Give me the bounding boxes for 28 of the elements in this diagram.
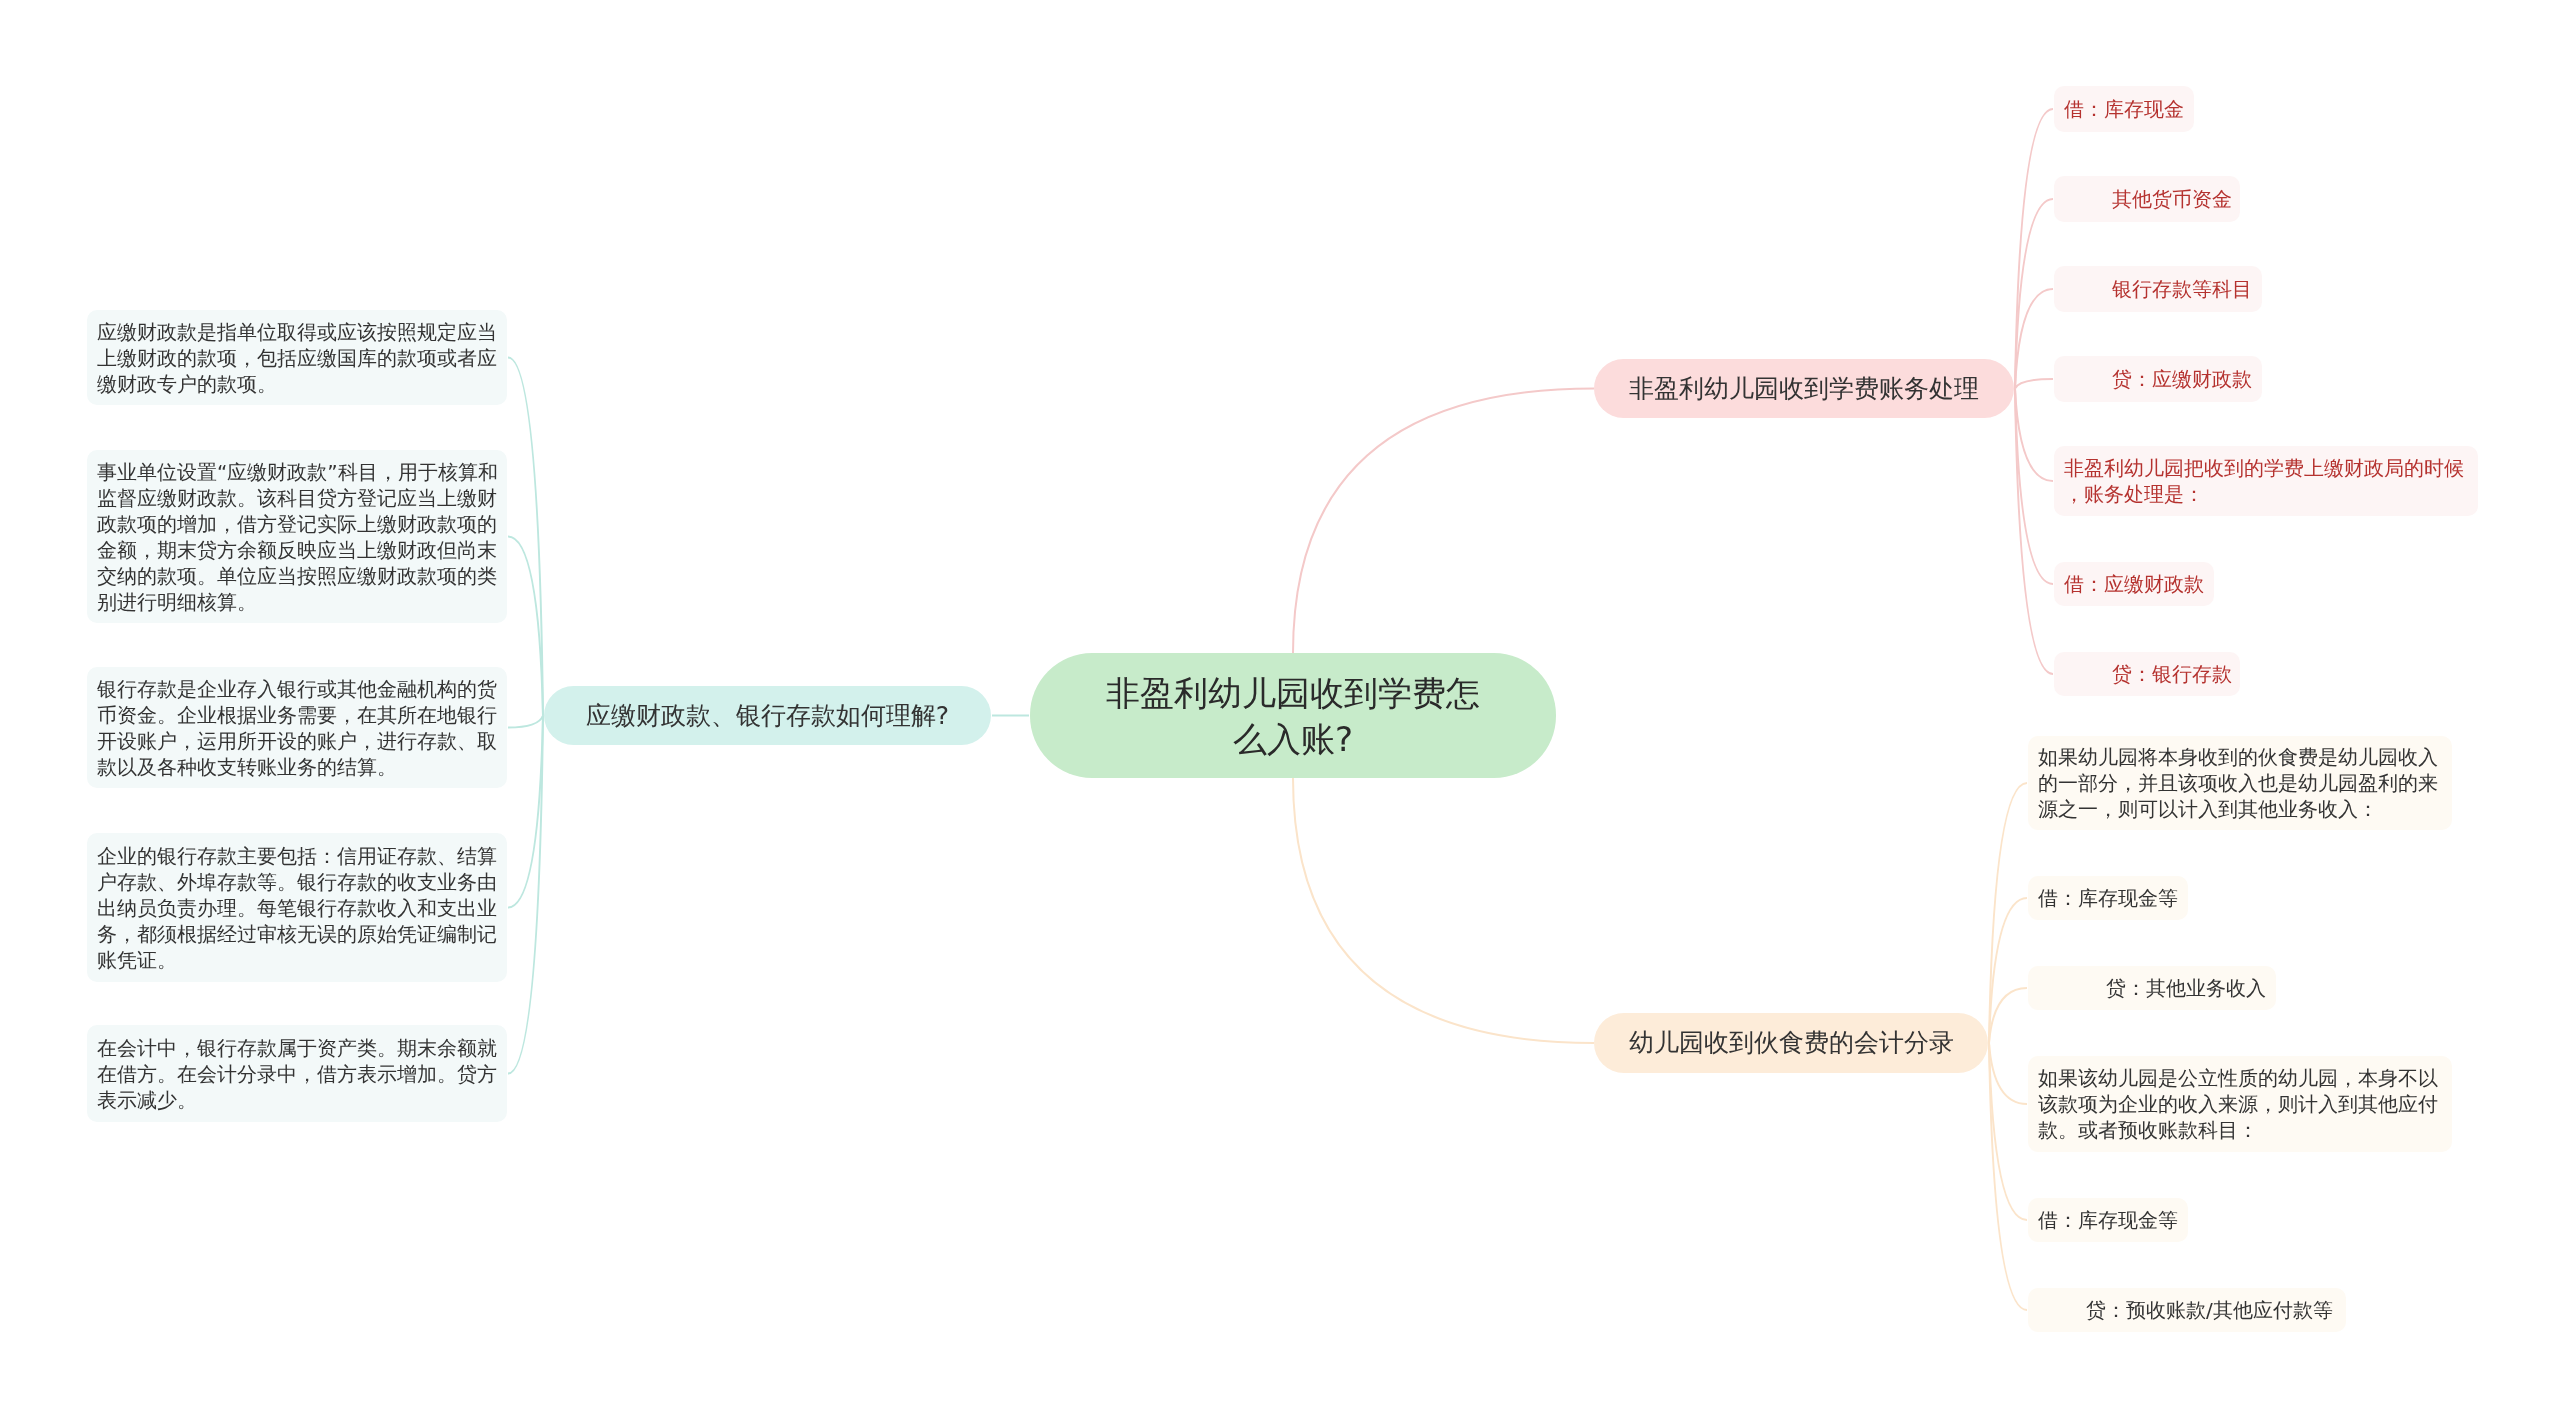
note-card: 银行存款等科目	[2054, 266, 2262, 312]
note-card: 如果幼儿园将本身收到的伙食费是幼儿园收入的一部分，并且该项收入也是幼儿园盈利的来源之一，则可以计入到其他业务收入：	[2028, 736, 2452, 830]
note-card: 贷：预收账款/其他应付款等	[2028, 1288, 2346, 1332]
connector-line	[2014, 378, 2054, 390]
topic-pill: 幼儿园收到伙食费的会计分录	[1594, 1013, 1988, 1073]
note-card: 借：库存现金等	[2028, 876, 2188, 920]
connector-line	[1292, 777, 1595, 1044]
note-card: 在会计中，银行存款属于资产类。期末余额就在借方。在会计分录中，借方表示增加。贷方表示减少。	[87, 1025, 507, 1122]
note-card: 如果该幼儿园是公立性质的幼儿园，本身不以该款项为企业的收入来源，则计入到其他应付款。或者预收账款科目：	[2028, 1056, 2452, 1152]
connector-line	[1292, 387, 1595, 654]
note-card: 贷：其他业务收入	[2028, 966, 2276, 1010]
connector-line	[1988, 987, 2028, 1044]
note-card: 非盈利幼儿园把收到的学费上缴财政局的时候，账务处理是：	[2054, 446, 2478, 516]
connector-line	[991, 714, 1030, 717]
note-card: 事业单位设置“应缴财政款”科目，用于核算和监督应缴财政款。该科目贷方登记应当上缴财政款项的增加，借方登记实际上缴财政款项的金额，期末贷方余额反映应当上缴财政但尚末交纳的款项。单位应当按照应缴财政款项的类别进行明细核算。	[87, 450, 507, 623]
note-card: 借：库存现金	[2054, 86, 2194, 132]
connector-line	[507, 714, 544, 729]
note-card: 贷：银行存款	[2054, 652, 2240, 696]
note-card: 借：应缴财政款	[2054, 562, 2214, 606]
central-topic: 非盈利幼儿园收到学费怎么入账?	[1030, 653, 1556, 778]
topic-pill: 应缴财政款、银行存款如何理解?	[544, 686, 991, 745]
note-card: 其他货币资金	[2054, 176, 2240, 222]
note-card: 应缴财政款是指单位取得或应该按照规定应当上缴财政的款项，包括应缴国库的款项或者应缴财政专户的款项。	[87, 310, 507, 405]
topic-pill: 非盈利幼儿园收到学费账务处理	[1594, 359, 2014, 418]
note-card: 企业的银行存款主要包括：信用证存款、结算户存款、外埠存款等。银行存款的收支业务由出纳员负责办理。每笔银行存款收入和支出业务，都须根据经过审核无误的原始凭证编制记账凭证。	[87, 833, 507, 982]
note-card: 借：库存现金等	[2028, 1198, 2188, 1242]
note-card: 银行存款是企业存入银行或其他金融机构的货币资金。企业根据业务需要，在其所在地银行开设账户，运用所开设的账户，进行存款、取款以及各种收支转账业务的结算。	[87, 667, 507, 788]
note-card: 贷：应缴财政款	[2054, 356, 2262, 402]
